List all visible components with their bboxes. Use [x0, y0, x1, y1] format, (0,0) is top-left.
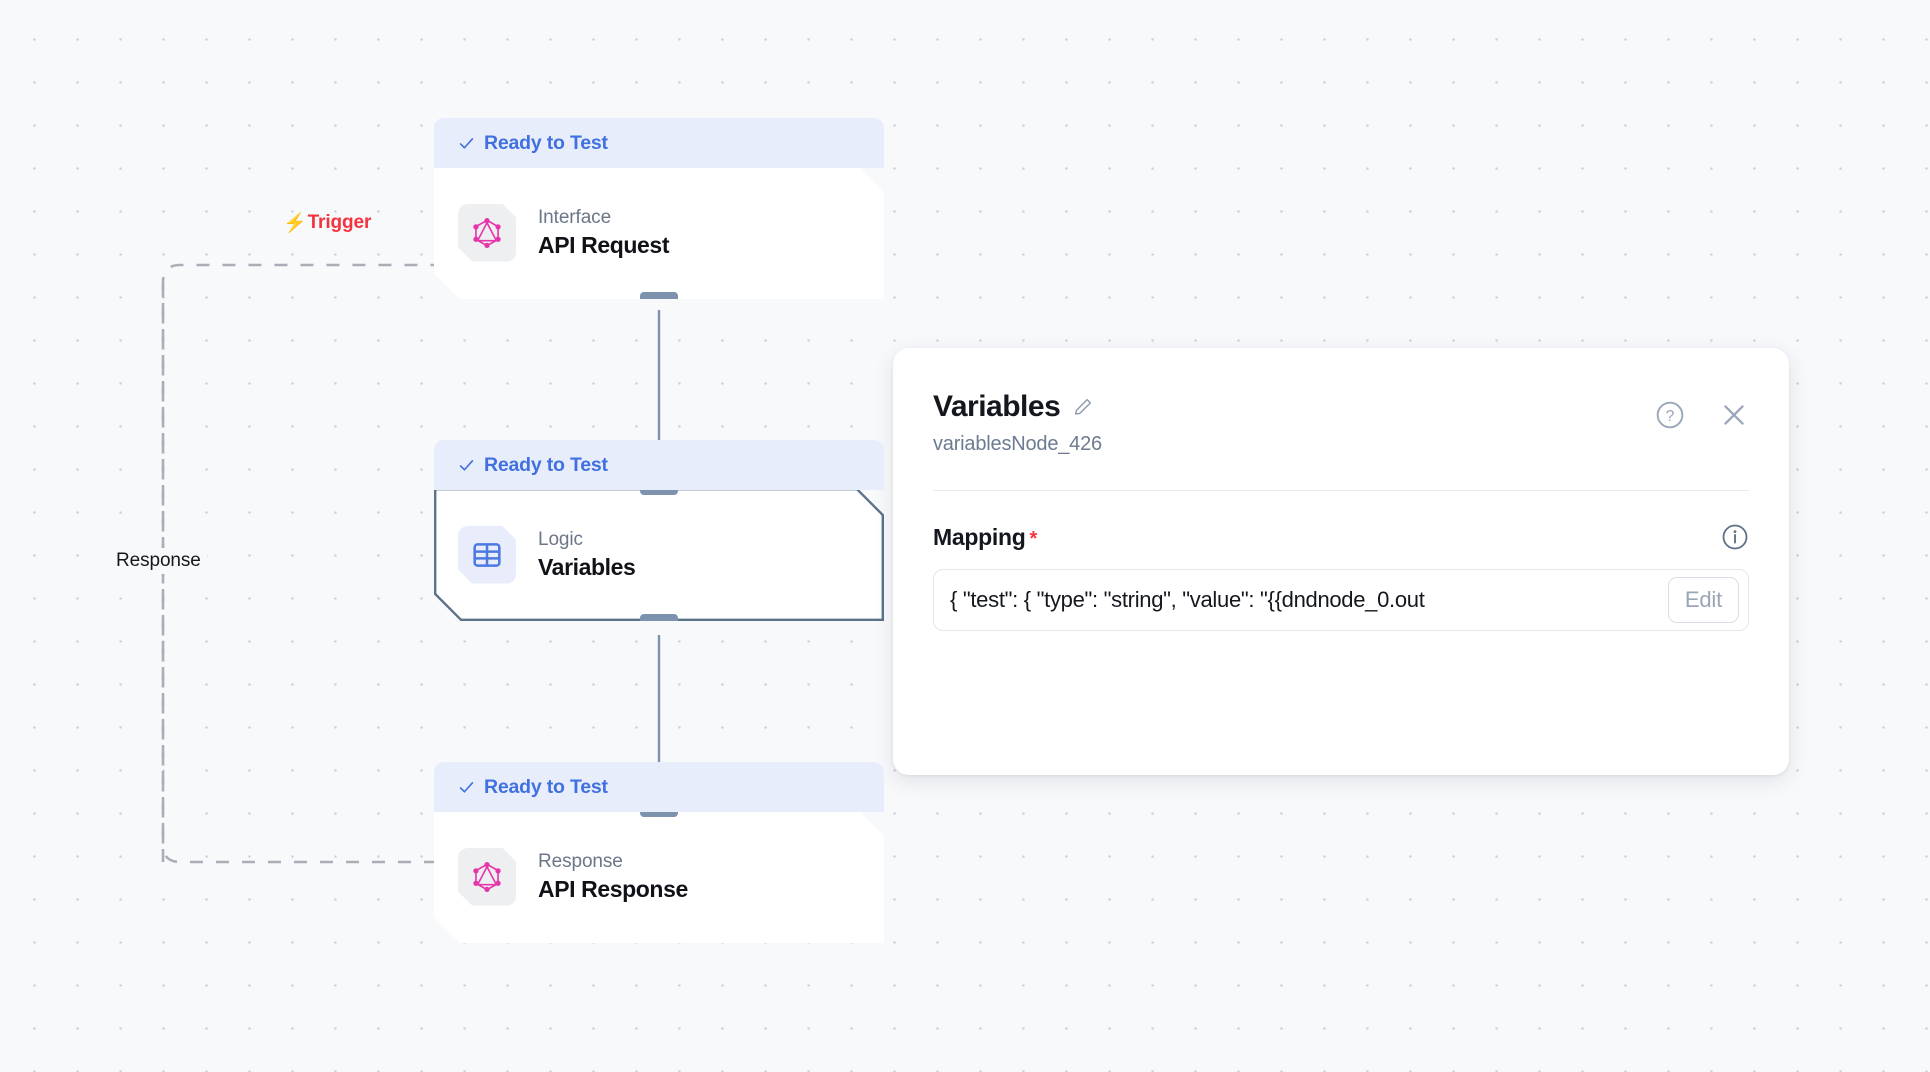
- node-handle-bottom[interactable]: [640, 614, 678, 628]
- info-circle-icon[interactable]: [1721, 523, 1749, 551]
- pencil-icon[interactable]: [1072, 396, 1094, 418]
- graphql-icon: [458, 204, 516, 262]
- panel-title: Variables: [933, 390, 1061, 423]
- node-variables[interactable]: Ready to Test Logic Variables: [434, 440, 884, 621]
- panel-subtitle: variablesNode_426: [933, 433, 1102, 455]
- panel-actions: ?: [1655, 390, 1749, 430]
- node-properties-panel[interactable]: Variables variablesNode_426 ?: [893, 348, 1789, 775]
- node-status-bar: Ready to Test: [434, 762, 884, 812]
- node-kind-label: Response: [538, 850, 623, 872]
- node-body[interactable]: Logic Variables: [434, 488, 884, 621]
- required-marker: *: [1029, 527, 1037, 550]
- edge-trigger-text: Trigger: [307, 212, 372, 233]
- node-title-label: API Request: [538, 231, 670, 258]
- node-text: Interface API Request: [538, 207, 669, 259]
- svg-text:?: ?: [1666, 407, 1675, 425]
- mapping-label: Mapping: [933, 523, 1026, 550]
- node-status-bar: Ready to Test: [434, 118, 884, 168]
- node-api-response[interactable]: Ready to Test: [434, 762, 884, 943]
- edge-label-trigger: ⚡ Trigger: [283, 212, 371, 234]
- check-icon: [459, 781, 474, 793]
- mapping-field-header: Mapping *: [933, 523, 1749, 551]
- edge-label-response: Response: [110, 548, 207, 574]
- node-text: Logic Variables: [538, 529, 635, 581]
- node-title-label: API Response: [538, 875, 688, 902]
- node-body[interactable]: Response API Response: [434, 810, 884, 943]
- check-icon: [459, 459, 474, 471]
- check-icon: [459, 137, 474, 149]
- help-circle-icon[interactable]: ?: [1655, 400, 1685, 430]
- lightning-bolt-icon: ⚡: [283, 212, 307, 234]
- node-text: Response API Response: [538, 851, 688, 903]
- mapping-label-group: Mapping *: [933, 524, 1037, 551]
- node-handle-bottom[interactable]: [640, 292, 678, 306]
- node-title-label: Variables: [538, 553, 636, 580]
- node-status-text: Ready to Test: [484, 775, 608, 798]
- node-body[interactable]: Interface API Request: [434, 166, 884, 299]
- mapping-edit-button[interactable]: Edit: [1667, 577, 1739, 623]
- table-grid-icon: [458, 526, 516, 584]
- node-kind-label: Logic: [538, 528, 583, 550]
- node-status-bar: Ready to Test: [434, 440, 884, 490]
- node-status-text: Ready to Test: [484, 453, 608, 476]
- panel-header: Variables variablesNode_426 ?: [933, 390, 1749, 456]
- panel-divider: [933, 490, 1749, 491]
- mapping-value: { "test": { "type": "string", "value": "…: [950, 587, 1425, 612]
- node-kind-label: Interface: [538, 206, 612, 228]
- node-status-text: Ready to Test: [484, 131, 608, 154]
- panel-heading-group: Variables variablesNode_426: [933, 390, 1102, 456]
- graphql-icon: [458, 848, 516, 906]
- node-api-request[interactable]: Ready to Test: [434, 118, 884, 299]
- mapping-input[interactable]: { "test": { "type": "string", "value": "…: [933, 569, 1749, 631]
- close-icon[interactable]: [1719, 400, 1749, 430]
